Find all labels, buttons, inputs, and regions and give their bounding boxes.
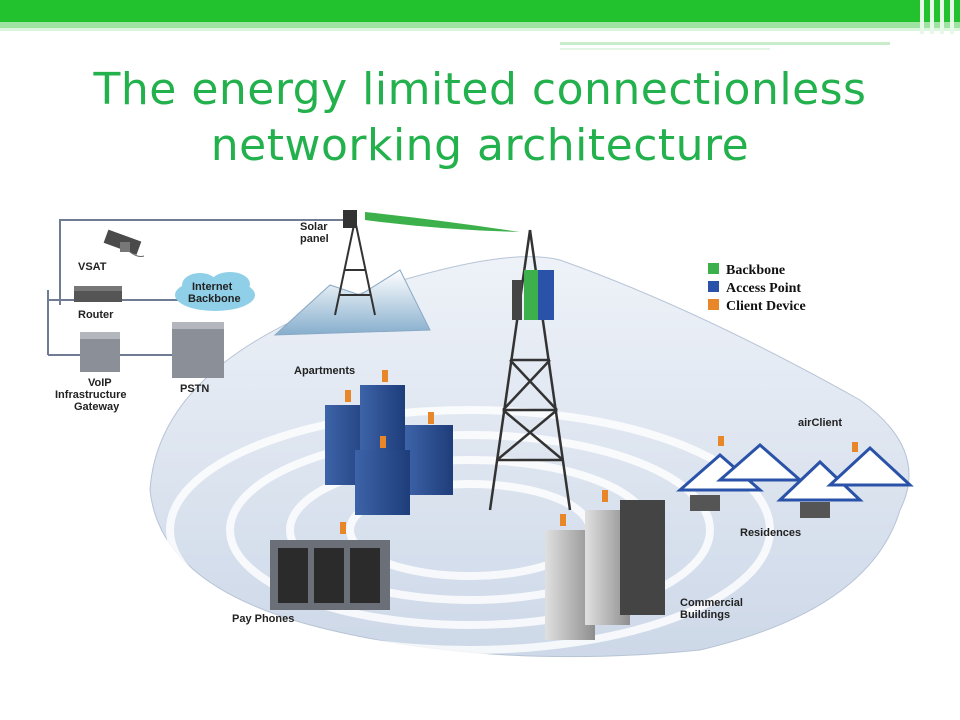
residences-group	[676, 436, 914, 518]
title-line-1: The energy limited connectionless	[93, 64, 867, 115]
router-label: Router	[78, 309, 114, 321]
mountain-icon	[273, 269, 431, 336]
pay-phones-group	[270, 522, 390, 610]
network-diagram: VSAT Router Internet Backbone VoIP Infra…	[47, 210, 914, 658]
residences-label: Residences	[740, 527, 801, 539]
apartments-group	[325, 370, 453, 515]
voip-label-1: VoIP	[88, 377, 112, 389]
legend: Backbone Access Point Client Device	[708, 263, 806, 314]
voip-gateway-icon	[80, 332, 120, 372]
voip-label-3: Gateway	[74, 401, 120, 413]
access-point-icon	[538, 270, 554, 320]
legend-client-device-swatch	[708, 299, 719, 310]
internet-cloud-icon	[175, 272, 255, 311]
radio-icon	[512, 280, 522, 320]
title-line-2: networking architecture	[210, 120, 750, 171]
top-accent-bar	[0, 0, 960, 34]
underline-accent	[560, 42, 890, 50]
apartments-label: Apartments	[294, 365, 355, 377]
slide-title: The energy limited connectionless networ…	[0, 62, 960, 174]
router-icon	[74, 286, 122, 302]
legend-access-point-label: Access Point	[726, 281, 801, 296]
pstn-label: PSTN	[180, 383, 209, 395]
airclient-label: airClient	[798, 417, 842, 429]
pstn-icon	[172, 322, 224, 378]
solar-tower-icon	[334, 219, 376, 316]
commercial-label-1: Commercial	[680, 597, 743, 609]
infrastructure-links	[47, 219, 350, 356]
legend-backbone-label: Backbone	[726, 263, 785, 278]
legend-backbone-swatch	[708, 263, 719, 274]
internet-label-1: Internet	[192, 281, 233, 293]
solar-label-1: Solar	[300, 221, 328, 233]
legend-client-device-label: Client Device	[726, 299, 806, 314]
backbone-radio-icon	[524, 270, 538, 320]
commercial-buildings-group	[545, 490, 665, 640]
solar-label-2: panel	[300, 233, 329, 245]
backbone-link	[365, 212, 520, 232]
voip-label-2: Infrastructure	[55, 389, 127, 401]
solar-panel-icon	[343, 210, 357, 228]
vsat-label: VSAT	[78, 261, 107, 273]
pay-phones-label: Pay Phones	[232, 613, 294, 625]
legend-access-point-swatch	[708, 281, 719, 292]
satellite-icon	[103, 229, 145, 257]
commercial-label-2: Buildings	[680, 609, 730, 621]
internet-label-2: Backbone	[188, 293, 241, 305]
